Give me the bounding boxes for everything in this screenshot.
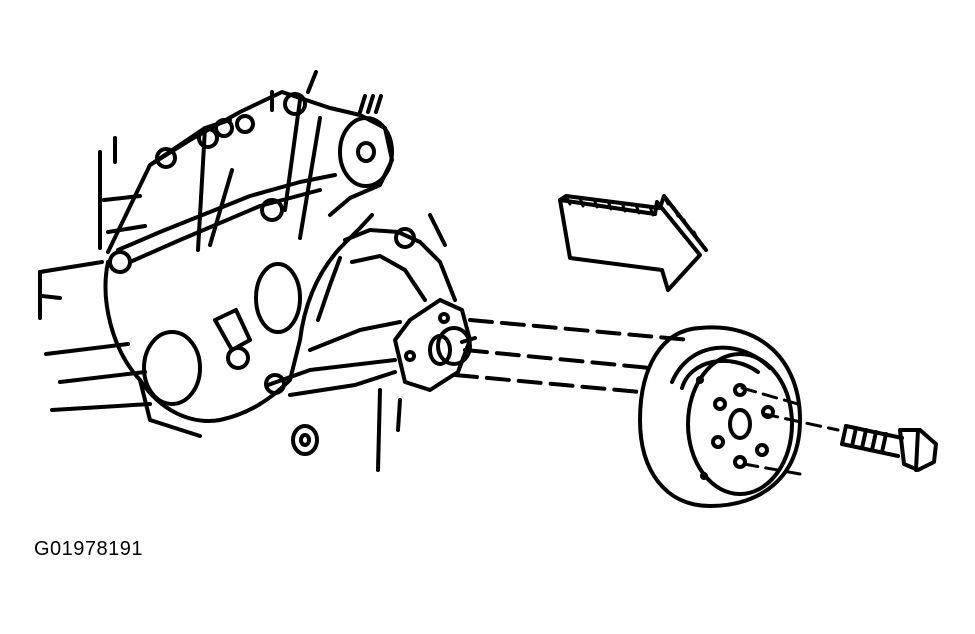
alignment-lines — [453, 318, 692, 394]
figure-code: G01978191 — [34, 538, 144, 560]
bolt-path — [740, 386, 840, 476]
engine-block — [38, 136, 152, 412]
lower-mount-ear — [291, 424, 319, 456]
accessory-bracket — [106, 70, 394, 274]
front-cover — [103, 213, 374, 438]
bracket-bolt — [260, 198, 284, 222]
bracket-bolt — [283, 92, 307, 116]
cover-port-left — [142, 330, 202, 406]
bracket-bolt — [155, 147, 177, 169]
idler-boss — [338, 116, 394, 188]
bracket-bolt — [235, 114, 255, 134]
pump-housing — [266, 213, 457, 472]
pulley-face — [686, 352, 794, 496]
pulley-bolt — [840, 424, 938, 472]
pulley — [638, 325, 802, 508]
bracket-bolt — [108, 250, 132, 274]
bracket-bolt — [214, 118, 234, 138]
arrow-right-icon — [558, 194, 708, 292]
cover-port-right — [254, 262, 302, 334]
pump-hub — [393, 298, 477, 392]
bracket-bolt — [197, 127, 219, 149]
